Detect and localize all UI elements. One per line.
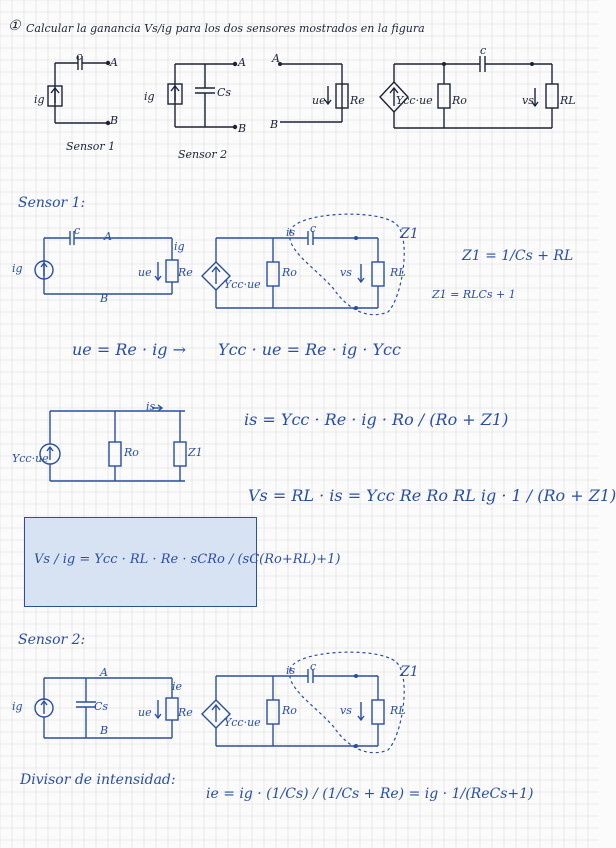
s1a-B-label: B	[100, 292, 109, 305]
s1a-A-label: A	[104, 230, 112, 243]
out-RL-label: RL	[560, 94, 576, 107]
s2a-B-label: B	[100, 724, 109, 737]
s1-c-label: c	[76, 50, 83, 63]
sensor1-circuit-top	[47, 56, 111, 126]
s2b-Ro-label: Ro	[282, 704, 297, 717]
s2b-is-label: is	[286, 664, 296, 677]
eq-ue: ue = Re · ig →	[72, 340, 186, 359]
s2a-ue-label: ue	[138, 706, 152, 719]
amplifier-input-top	[278, 62, 349, 123]
norton-z1-label: Z1	[188, 446, 203, 459]
s1b-vs-label: vs	[340, 266, 352, 279]
sensor2-output-stage	[201, 651, 405, 754]
s2a-Cs-label: Cs	[94, 700, 109, 713]
sensor2-heading: Sensor 2:	[18, 632, 86, 648]
amp-A-label: A	[272, 52, 280, 65]
norton-is-label: is	[146, 400, 156, 413]
eq-ycc: Ycc · ue = Re · ig · Ycc	[218, 340, 401, 359]
sensor1-caption: Sensor 1	[66, 140, 116, 153]
s2a-A-label: A	[100, 666, 108, 679]
problem-statement: Calcular la ganancia Vs/ig para los dos …	[26, 22, 425, 35]
s2a-ie-label: ie	[172, 680, 183, 693]
grid-paper-background	[0, 0, 599, 848]
z1-simplified: Z1 = RLCs + 1	[432, 288, 516, 301]
s1b-C-label: c	[310, 222, 317, 235]
norton-Ro-label: Ro	[124, 446, 139, 459]
s1-A-label: A	[110, 56, 118, 69]
sensor1-circuit-analysis	[34, 231, 179, 295]
sensor1-output-stage	[201, 213, 405, 316]
s1b-dep-source-label: Ycc·ue	[224, 278, 261, 291]
s1b-is-label: is	[286, 226, 296, 239]
s2-A-label: A	[238, 56, 246, 69]
item-number: ①	[8, 18, 21, 34]
eq-ie: ie = ig · (1/Cs) / (1/Cs + Re) = ig · 1/…	[206, 786, 534, 802]
eq-vs: Vs = RL · is = Ycc Re Ro RL ig · 1 / (Ro…	[248, 486, 616, 505]
s2-B-label: B	[238, 122, 247, 135]
s1b-RL-label: RL	[390, 266, 406, 279]
s2b-C-label: c	[310, 660, 317, 673]
out-C-label: c	[480, 44, 487, 57]
out-vs-label: vs	[522, 94, 534, 107]
s1-ig-label: ig	[34, 93, 45, 106]
s2b-vs-label: vs	[340, 704, 352, 717]
sensor1-heading: Sensor 1:	[18, 195, 86, 211]
norton-source-label: Ycc·ue	[12, 452, 49, 465]
s2b-RL-label: RL	[390, 704, 406, 717]
eq-is: is = Ycc · Re · ig · Ro / (Ro + Z1)	[244, 410, 509, 429]
s1-B-label: B	[110, 114, 119, 127]
z1-formula: Z1 = 1/Cs + RL	[462, 248, 574, 264]
s2a-Re-label: Re	[178, 706, 193, 719]
sensor2-circuit-top	[167, 61, 238, 130]
amp-B-label: B	[270, 118, 279, 131]
s1b-Ro-label: Ro	[282, 266, 297, 279]
amp-Re-label: Re	[350, 94, 365, 107]
s2-ig-label: ig	[144, 90, 155, 103]
s2b-z1-label: Z1	[400, 664, 419, 680]
s1b-z1-label: Z1	[400, 226, 419, 242]
s2-cs-label: Cs	[217, 86, 232, 99]
s1a-ie-label: ig	[174, 240, 185, 253]
current-divider-label: Divisor de intensidad:	[20, 772, 176, 788]
sensor2-circuit-analysis	[34, 677, 179, 739]
out-dep-source-label: Ycc·ue	[396, 94, 433, 107]
s1a-c-label: c	[74, 224, 81, 237]
s1a-ig-label: ig	[12, 262, 23, 275]
result-box	[24, 517, 257, 607]
output-stage-top	[379, 56, 559, 129]
result-formula: Vs / ig = Ycc · RL · Re · sCRo / (sC(Ro+…	[34, 552, 341, 567]
s1a-Re-label: Re	[178, 266, 193, 279]
amp-ue-label: ue	[312, 94, 326, 107]
sensor1-norton-circuit	[39, 404, 187, 482]
s1a-ue-label: ue	[138, 266, 152, 279]
out-Ro-label: Ro	[452, 94, 467, 107]
sensor2-caption: Sensor 2	[178, 148, 228, 161]
s2a-ig-label: ig	[12, 700, 23, 713]
s2b-dep-source-label: Ycc·ue	[224, 716, 261, 729]
